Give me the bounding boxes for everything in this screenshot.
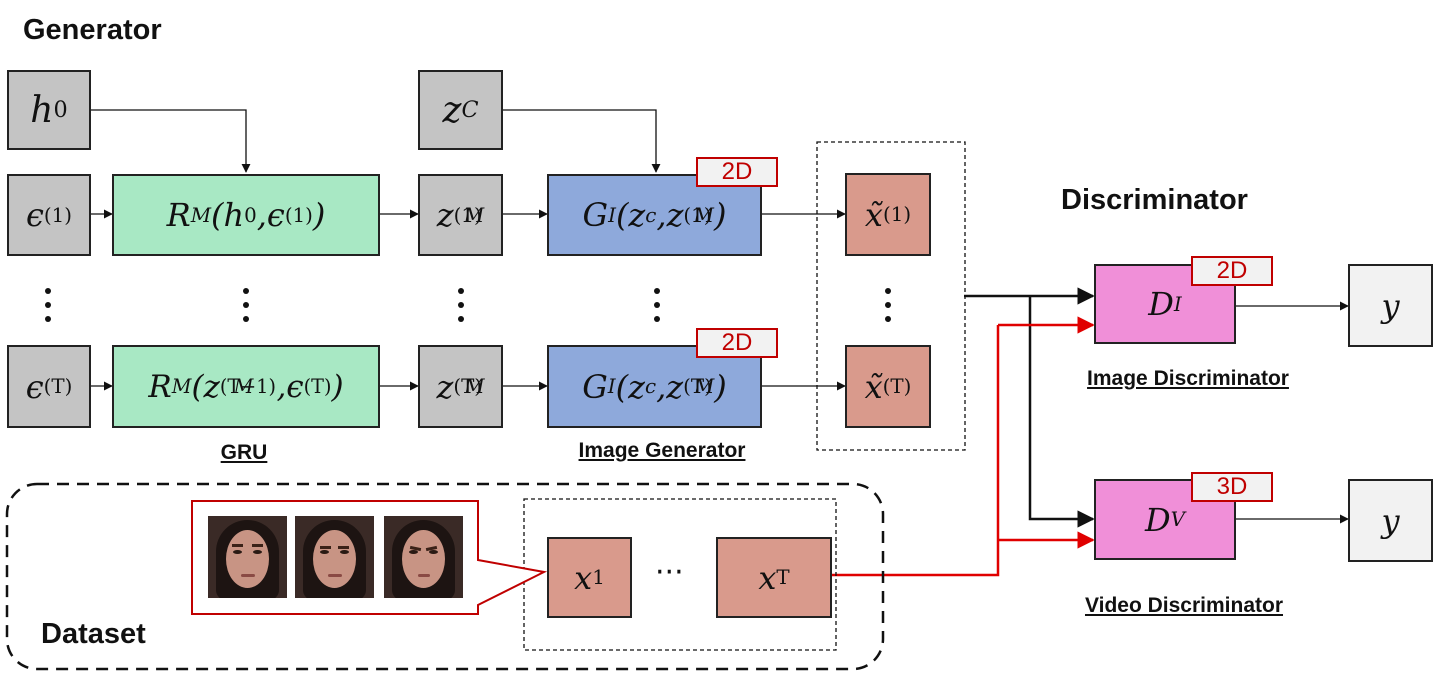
video-discriminator-3d-badge: 3D [1191, 472, 1273, 502]
face-photo-icon [384, 516, 463, 598]
image-generator-T-2d-badge: 2D [696, 328, 778, 358]
vertical-ellipsis-icon [885, 288, 893, 330]
fake-frame-1-box: x̃(1) [845, 173, 931, 256]
zm-1-box: z(1)M [418, 174, 503, 256]
dataset-title: Dataset [41, 618, 146, 650]
image-discriminator-2d-badge: 2D [1191, 256, 1273, 286]
face-photo-icon [208, 516, 287, 598]
video-discriminator-caption: Video Discriminator [1084, 594, 1284, 617]
image-generator-caption: Image Generator [578, 439, 746, 462]
h0-to-rm1-arrow [91, 109, 251, 173]
horizontal-ellipsis-icon: ··· [655, 555, 684, 590]
epsilon-T-box: ϵ(T) [7, 345, 91, 428]
fake-to-dv-arrow [1028, 296, 1095, 528]
zm-T-box: z(T)M [418, 345, 503, 428]
gru-caption: GRU [220, 441, 268, 464]
generator-title: Generator [23, 14, 162, 46]
image-discriminator-output-box: y [1348, 264, 1433, 347]
fake-frame-T-box: x̃(T) [845, 345, 931, 428]
vertical-ellipsis-icon [243, 288, 251, 330]
vertical-ellipsis-icon [45, 288, 53, 330]
epsilon-1-box: ϵ(1) [7, 174, 91, 256]
dataset-group [5, 482, 885, 671]
face-photo-icon [295, 516, 374, 598]
zc-to-gi1-arrow [503, 109, 661, 173]
fake-frames-group [816, 141, 966, 451]
vertical-ellipsis-icon [458, 288, 466, 330]
image-discriminator-caption: Image Discriminator [1087, 367, 1289, 390]
image-generator-1-2d-badge: 2D [696, 157, 778, 187]
discriminator-title: Discriminator [1061, 184, 1248, 216]
video-discriminator-output-box: y [1348, 479, 1433, 562]
vertical-ellipsis-icon [654, 288, 662, 330]
real-path-line [832, 325, 1000, 577]
